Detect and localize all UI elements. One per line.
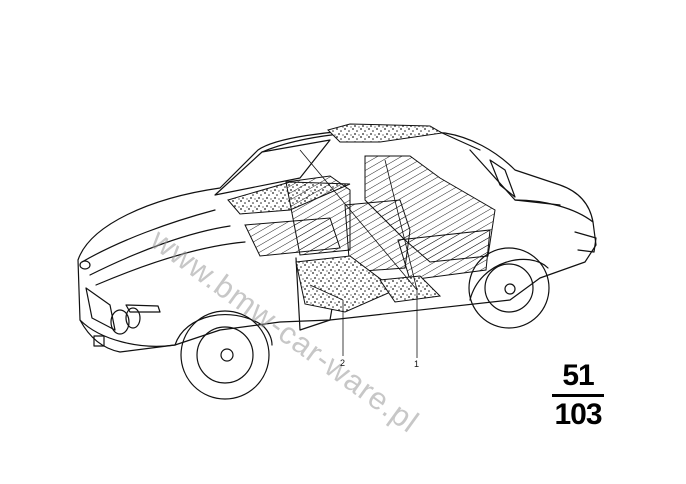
rear-wheel	[468, 247, 550, 329]
group-label: 51 103	[548, 360, 608, 438]
leader-line-2	[309, 284, 344, 301]
hood-line	[81, 209, 216, 263]
car-body-outline	[77, 129, 597, 353]
hood-line	[95, 241, 246, 286]
page-number: 103	[554, 398, 602, 431]
front-seat-cushion	[244, 217, 341, 257]
windshield-frame	[214, 139, 331, 196]
turn-signal	[125, 304, 161, 313]
callout-1: 1	[414, 359, 420, 369]
front-wheel-cap	[220, 348, 234, 362]
headlight	[110, 309, 130, 335]
front-wheel-hub	[196, 326, 254, 384]
badge	[79, 260, 91, 270]
grille	[85, 287, 116, 331]
front-wheel-arch	[174, 314, 273, 346]
front-bumper	[79, 319, 176, 347]
group-number: 51	[562, 359, 594, 392]
rear-floor-carpet	[379, 275, 442, 303]
callout-2: 2	[340, 358, 346, 368]
roof-panel	[327, 123, 444, 143]
front-floor-carpet	[295, 255, 396, 313]
rear-wheel-hub	[484, 263, 534, 313]
leader-line-1	[384, 159, 418, 291]
hood-line	[89, 225, 231, 276]
tow-hook	[93, 335, 105, 347]
side-window	[489, 159, 516, 198]
rear-wheel-cap	[504, 283, 516, 295]
headlight	[125, 307, 141, 329]
rear-bumper	[574, 231, 597, 253]
rear-seat-cushion	[397, 229, 491, 281]
leader-line-1	[299, 149, 418, 291]
front-wheel	[180, 310, 270, 400]
group-divider	[552, 394, 604, 397]
trunk-line	[514, 199, 594, 223]
